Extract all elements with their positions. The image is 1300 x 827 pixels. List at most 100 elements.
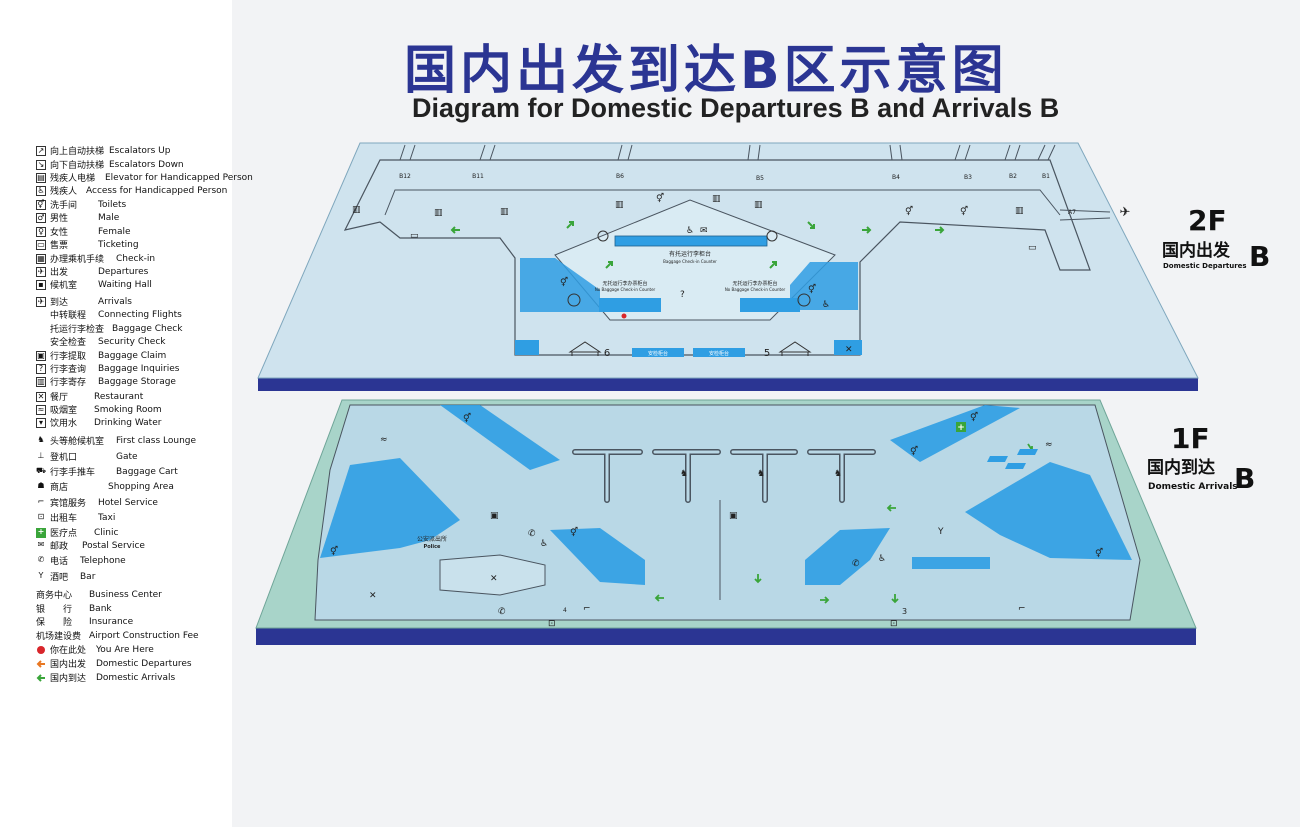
gate-label: A7 (1068, 209, 1076, 216)
wheelchair-icon: ♿ (878, 554, 886, 564)
arrivals-icon: ✈ (36, 296, 46, 307)
floor-2f-walls (343, 159, 1091, 356)
counter-right (740, 298, 800, 312)
baggage-claim-icon: ▣ (36, 350, 46, 361)
toilet-icon: ⚥ (570, 526, 578, 538)
gate-label: B2 (1009, 173, 1017, 180)
arrival-hall-left (320, 458, 460, 558)
elevator-icon: ▤ (36, 172, 46, 183)
baggage-inquiry-icon: ? (36, 363, 46, 374)
exit-6-label: 6 (604, 348, 610, 359)
lounge-icon: ♞ (680, 469, 688, 479)
page-title: 国内出发到达B区示意图 (404, 41, 1008, 101)
police-room (439, 554, 546, 596)
floor-1f-base (256, 628, 1196, 645)
wheelchair-icon: ♿ (36, 185, 46, 196)
floor-2f-en: Domestic Departures (1163, 262, 1247, 270)
door-3-label: 3 (902, 607, 907, 616)
female-icon: ♀ (36, 226, 46, 237)
hotel-icon: ⌐ (37, 496, 45, 506)
escalator-icon: ▥ (754, 200, 763, 210)
claim-area-left (550, 528, 645, 585)
entrance-canopy-icon (568, 341, 602, 356)
check-in-counter-label: 有托运行李柜台 (669, 250, 711, 258)
escalator-down-icon: ↘ (36, 159, 46, 170)
direction-arrows-2f (450, 221, 945, 269)
waiting-hall-icon: ▪ (36, 279, 46, 290)
baggage-inquiry-icon: ? (680, 290, 685, 300)
shop-icon: ☗ (37, 480, 45, 490)
departures-icon: ✈ (36, 266, 46, 277)
wheelchair-icon: ♿ (822, 300, 830, 310)
gate-label: B3 (964, 174, 972, 181)
wheelchair-icon: ♿ (540, 539, 548, 549)
ticket-icon: ▭ (1028, 243, 1037, 253)
no-bag-counter-left-label-en: No Baggage Check-in Counter (595, 287, 656, 292)
security-counter-1-label: 安检柜台 (648, 350, 668, 357)
check-in-icon: ▦ (36, 253, 46, 264)
gate-label: B4 (892, 174, 900, 181)
restaurant-icon: ✕ (369, 591, 377, 601)
lounge-icon: ♞ (757, 469, 765, 479)
departure-arrow-icon (36, 659, 46, 669)
smoking-icon: ≈ (36, 404, 46, 415)
lounge-icon: ♞ (834, 469, 842, 479)
check-in-counter-label-en: Baggage Check-in Counter (663, 259, 717, 264)
escalator-up-icon: ↗ (36, 145, 46, 156)
floor-2f: 安检柜台 安检柜台 B12 B11 B6 B5 B4 B3 B2 B1 A7 ✈… (257, 142, 1199, 391)
restaurant-icon: ✕ (845, 345, 853, 355)
police-label: 公安派出所 (417, 535, 447, 543)
toilet-icon: ⚥ (1095, 547, 1103, 559)
telephone-icon: ✆ (37, 554, 45, 564)
floor-1f-cn: 国内到达 (1147, 457, 1215, 478)
toilet-icon: ⚥ (910, 445, 918, 457)
toilet-icon: ⚥ (960, 205, 968, 217)
baggage-claim-icon: ▣ (490, 511, 499, 521)
floor-1f-num: 1F (1171, 422, 1210, 455)
no-bag-counter-right-label-en: No Baggage Check-in Counter (725, 287, 786, 292)
floor-2f-cn: 国内出发 (1162, 240, 1231, 261)
bar-icon: Y (937, 527, 944, 537)
no-bag-counter-right-label: 无托运行李办票柜台 (732, 280, 777, 287)
waiting-room-right (790, 262, 858, 310)
baggage-storage-icon: ▥ (36, 376, 46, 387)
gate-label: B1 (1042, 173, 1050, 180)
toilet-icon: ⚥ (808, 283, 816, 295)
taxi-icon: ⊡ (548, 619, 556, 629)
security-counter-1 (632, 348, 684, 357)
hotel-icon: ⌐ (1018, 604, 1026, 614)
arrival-arrow-icon (36, 673, 46, 683)
escalator-icon: ▥ (1015, 206, 1024, 216)
toilet-icon: ⚥ (463, 412, 471, 424)
gate-icon: ⊥ (37, 450, 45, 460)
toilet-icon: ⚥ (656, 192, 664, 204)
baggage-claim-left (440, 405, 560, 470)
jetways-2f (399, 144, 1111, 221)
taxi-icon: ⊡ (890, 619, 898, 629)
ticket-icon: ▭ (410, 231, 419, 241)
toilet-icon: ⚥ (330, 545, 338, 557)
toilet-icon: ⚥ (36, 199, 46, 210)
telephone-icon: ✆ (528, 529, 536, 539)
